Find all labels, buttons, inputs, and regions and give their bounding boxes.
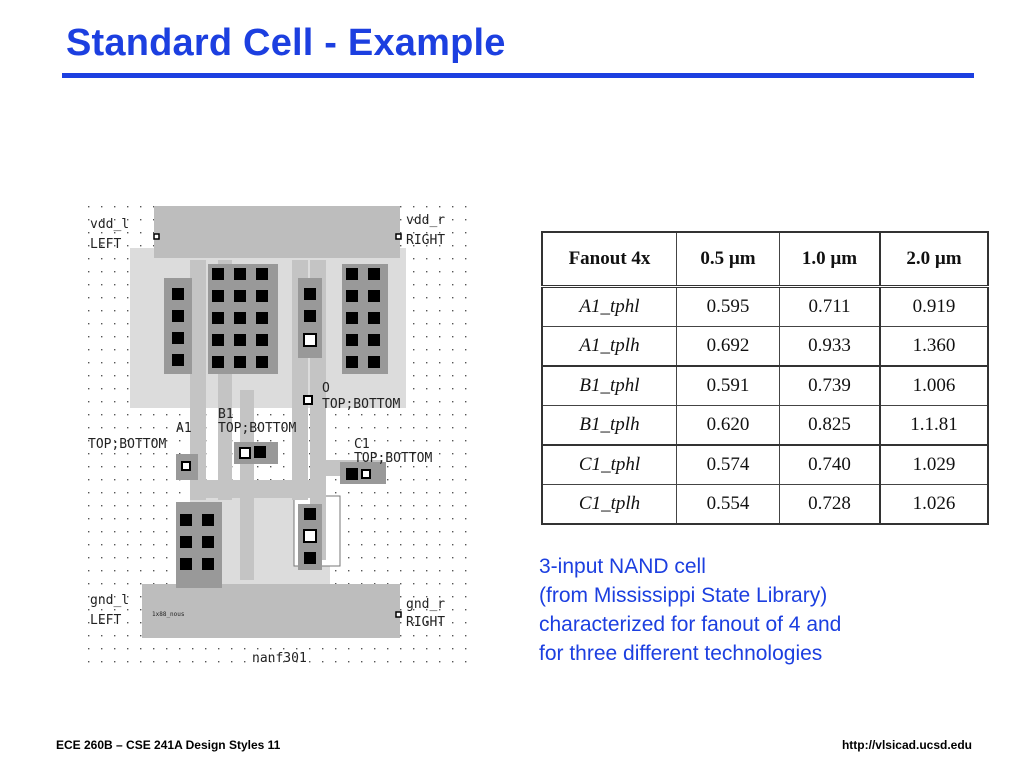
value-20um: 0.919 xyxy=(879,286,989,327)
a1-label: A1 xyxy=(176,421,192,436)
header-05um: 0.5 µm xyxy=(676,231,780,288)
a1-pin-icon xyxy=(181,461,191,471)
footer-course-label: ECE 260B – CSE 241A Design Styles 11 xyxy=(56,738,281,752)
layout-svg: vdd_l LEFT vdd_r RIGHT A1 TOP;BOTTOM B1 … xyxy=(82,200,476,670)
header-10um: 1.0 µm xyxy=(779,231,881,288)
o-label: O xyxy=(322,381,330,396)
table-row: B1_tplh 0.620 0.825 1.1.81 xyxy=(541,405,989,446)
value-20um: 1.006 xyxy=(879,365,989,406)
table-row: A1_tphl 0.595 0.711 0.919 xyxy=(541,286,989,327)
description-line: (from Mississippi State Library) xyxy=(539,584,828,607)
b1-pin-icon xyxy=(239,447,251,459)
small-tag-label: 1x88_nous xyxy=(152,611,185,618)
value-05um: 0.692 xyxy=(676,326,780,367)
footer-url-link[interactable]: http://vlsicad.ucsd.edu xyxy=(841,738,972,752)
cell-description: 3-input NAND cell (from Mississippi Stat… xyxy=(539,552,959,668)
c1-label: C1 xyxy=(354,437,370,452)
vdd-r-label: vdd_r xyxy=(406,213,445,228)
timing-arc-cell: C1_tplh xyxy=(541,484,677,525)
table-row: B1_tphl 0.591 0.739 1.006 xyxy=(541,365,989,406)
contacts-bottom xyxy=(180,508,316,570)
o-pin-icon xyxy=(303,395,313,405)
timing-arc-cell: B1_tplh xyxy=(541,405,677,446)
vdd-l-label: vdd_l xyxy=(90,217,129,232)
value-10um: 0.933 xyxy=(779,326,881,367)
gnd-l-side-label: LEFT xyxy=(90,613,121,628)
horizontal-strap xyxy=(190,480,320,498)
b1-label: B1 xyxy=(218,407,234,422)
table-row: C1_tphl 0.574 0.740 1.029 xyxy=(541,444,989,485)
c1-pin-icon xyxy=(361,469,371,479)
gnd-r-side-label: RIGHT xyxy=(406,615,445,630)
value-20um: 1.1.81 xyxy=(879,405,989,446)
c1-contact xyxy=(346,468,358,480)
cell-name-label: nanf301 xyxy=(252,651,307,666)
cell-layout-diagram: vdd_l LEFT vdd_r RIGHT A1 TOP;BOTTOM B1 … xyxy=(82,200,476,670)
out-contact xyxy=(303,333,317,347)
value-20um: 1.026 xyxy=(879,484,989,525)
timing-arc-cell: A1_tplh xyxy=(541,326,677,367)
title-underline xyxy=(62,73,974,78)
gnd-r-label: gnd_r xyxy=(406,597,445,612)
value-05um: 0.574 xyxy=(676,444,780,485)
value-05um: 0.554 xyxy=(676,484,780,525)
value-05um: 0.595 xyxy=(676,286,780,327)
table-header-row: Fanout 4x 0.5 µm 1.0 µm 2.0 µm xyxy=(541,231,989,288)
timing-table: Fanout 4x 0.5 µm 1.0 µm 2.0 µm A1_tphl 0… xyxy=(541,231,989,525)
value-10um: 0.740 xyxy=(779,444,881,485)
value-05um: 0.620 xyxy=(676,405,780,446)
header-fanout: Fanout 4x xyxy=(541,231,677,288)
poly-a xyxy=(190,260,206,500)
vdd-l-side-label: LEFT xyxy=(90,237,121,252)
vdd-r-pin-icon xyxy=(395,233,402,240)
gnd-r-pin-icon xyxy=(395,611,402,618)
value-10um: 0.728 xyxy=(779,484,881,525)
header-20um: 2.0 µm xyxy=(879,231,989,288)
gnd-l-label: gnd_l xyxy=(90,593,129,608)
slide-title: Standard Cell - Example xyxy=(66,22,506,64)
value-20um: 1.029 xyxy=(879,444,989,485)
a1-side-label: TOP;BOTTOM xyxy=(88,437,166,452)
value-10um: 0.711 xyxy=(779,286,881,327)
timing-arc-cell: A1_tphl xyxy=(541,286,677,327)
value-10um: 0.825 xyxy=(779,405,881,446)
value-05um: 0.591 xyxy=(676,365,780,406)
description-line: characterized for fanout of 4 and xyxy=(539,613,842,636)
description-line: for three different technologies xyxy=(539,642,823,665)
table-row: C1_tplh 0.554 0.728 1.026 xyxy=(541,484,989,525)
vdd-l-pin-icon xyxy=(153,233,160,240)
value-10um: 0.739 xyxy=(779,365,881,406)
contacts-top xyxy=(172,268,380,368)
vdd-rail xyxy=(154,206,400,258)
gnd-rail xyxy=(142,584,400,638)
b1-contact xyxy=(254,446,266,458)
c1-side-label: TOP;BOTTOM xyxy=(354,451,432,466)
o-side-label: TOP;BOTTOM xyxy=(322,397,400,412)
table-row: A1_tplh 0.692 0.933 1.360 xyxy=(541,326,989,367)
vdd-r-side-label: RIGHT xyxy=(406,233,445,248)
b1-side-label: TOP;BOTTOM xyxy=(218,421,296,436)
timing-arc-cell: C1_tphl xyxy=(541,444,677,485)
value-20um: 1.360 xyxy=(879,326,989,367)
timing-arc-cell: B1_tphl xyxy=(541,365,677,406)
nmos-out-contact xyxy=(303,529,317,543)
description-line: 3-input NAND cell xyxy=(539,555,706,578)
